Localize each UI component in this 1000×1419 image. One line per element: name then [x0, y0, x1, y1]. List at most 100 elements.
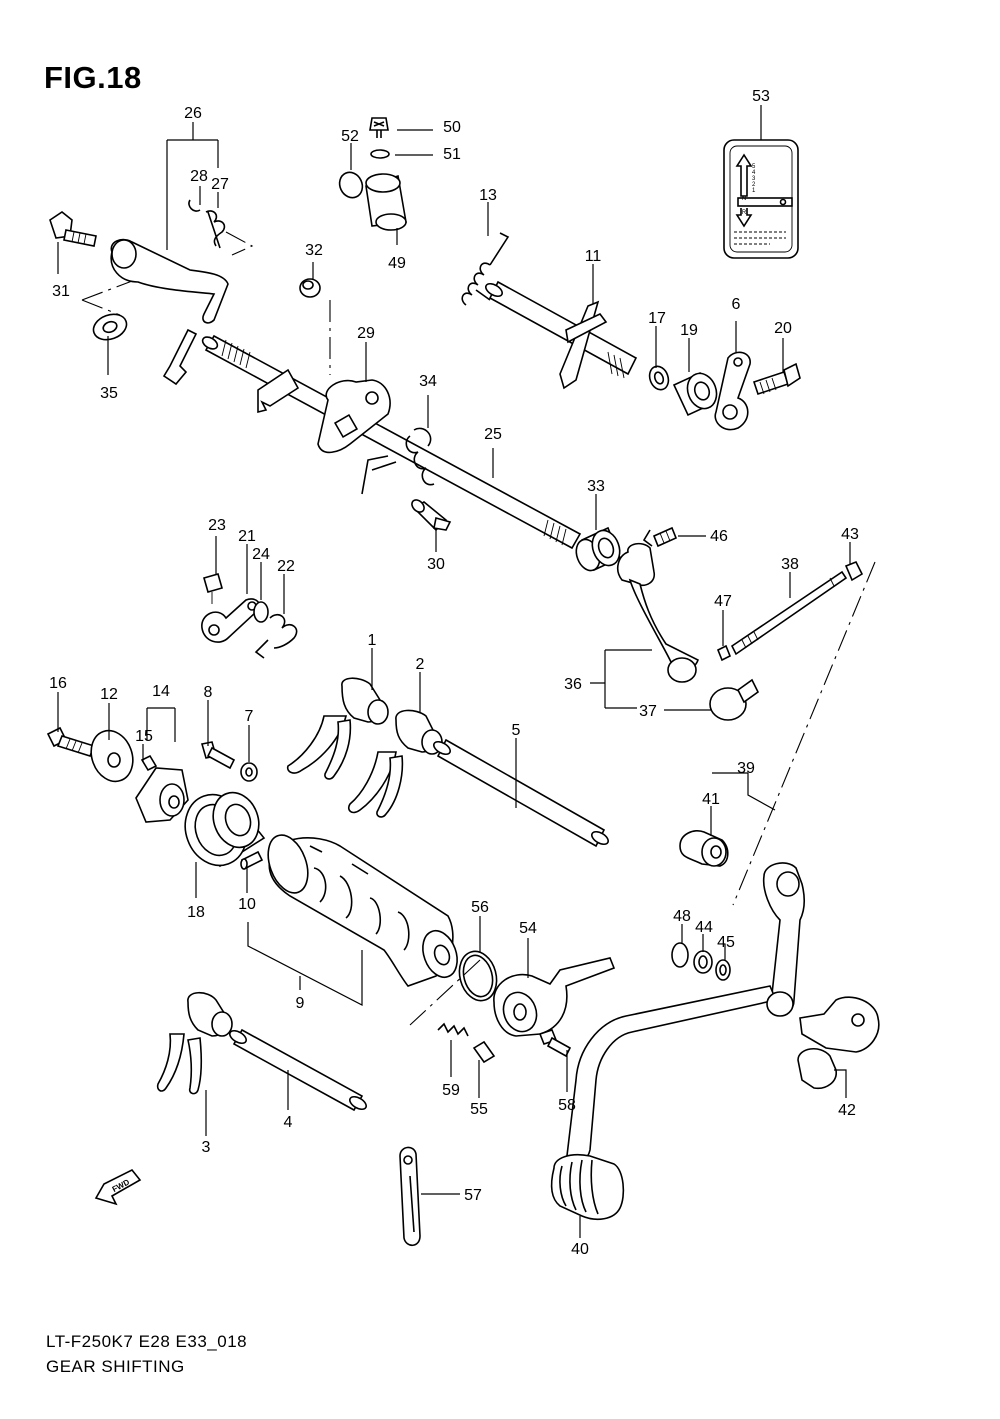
gearshift-lever-39 [550, 862, 880, 1221]
callout-34: 34 [419, 373, 437, 390]
clip-57 [399, 1146, 421, 1247]
callout-1: 1 [368, 632, 377, 649]
shift-fork-2 [347, 709, 443, 818]
callout-52: 52 [341, 128, 359, 145]
callout-58: 58 [558, 1097, 576, 1114]
label-gear-1: 1 [752, 188, 756, 194]
callout-2: 2 [416, 656, 425, 673]
cam-assembly-left [46, 726, 189, 823]
shift-fork-1 [286, 677, 389, 780]
label-gear-4: 4 [752, 170, 756, 176]
callout-38: 38 [781, 556, 799, 573]
callout-53: 53 [752, 88, 770, 105]
callout-44: 44 [695, 919, 713, 936]
boot-41 [679, 830, 729, 867]
bolt-8-washer-7 [200, 741, 258, 782]
callout-19: 19 [680, 322, 698, 339]
callout-9: 9 [296, 995, 305, 1012]
callout-47: 47 [714, 593, 732, 610]
callout-14: 14 [152, 683, 170, 700]
callout-56: 56 [471, 899, 489, 916]
label-reverse: R [742, 210, 747, 216]
label-neutral: N [742, 196, 746, 202]
bearing-18 [184, 791, 266, 868]
callout-20: 20 [774, 320, 792, 337]
figure-title: FIG.18 [44, 60, 142, 95]
callout-43: 43 [841, 526, 859, 543]
callout-numbers: 26 28 27 31 35 32 29 34 25 50 51 52 49 1… [49, 88, 859, 1258]
callout-51: 51 [443, 146, 461, 163]
fwd-arrow: FWD [94, 1168, 142, 1206]
stopper-group [201, 573, 298, 659]
callout-26: 26 [184, 105, 202, 122]
callout-28: 28 [190, 168, 208, 185]
collar-32 [299, 278, 321, 298]
callout-31: 31 [52, 283, 70, 300]
callout-40: 40 [571, 1241, 589, 1258]
callout-35: 35 [100, 385, 118, 402]
o-ring-56 [458, 950, 498, 1002]
callout-32: 32 [305, 242, 323, 259]
callout-13: 13 [479, 187, 497, 204]
spring-59-pin-55 [437, 1022, 496, 1064]
callout-46: 46 [710, 528, 728, 545]
section-name: GEAR SHIFTING [46, 1357, 185, 1376]
leader-lines [57, 105, 851, 1238]
bearing-17-19 [648, 365, 718, 417]
callout-18: 18 [187, 904, 205, 921]
gear-position-switch-54 [493, 957, 616, 1037]
callout-6: 6 [732, 296, 741, 313]
callout-22: 22 [277, 558, 295, 575]
callout-12: 12 [100, 686, 118, 703]
callout-10: 10 [238, 896, 256, 913]
arm-6 [714, 351, 801, 431]
shift-fork-3 [156, 991, 233, 1095]
callout-37: 37 [639, 703, 657, 720]
callout-41: 41 [702, 791, 720, 808]
callout-23: 23 [208, 517, 226, 534]
fork-shaft-5 [433, 738, 609, 848]
callout-25: 25 [484, 426, 502, 443]
label-gear-5: 5 [752, 164, 756, 170]
callout-48: 48 [673, 908, 691, 925]
pin-10 [240, 850, 264, 870]
model-code: LT-F250K7 E28 E33_018 [46, 1332, 248, 1351]
callout-24: 24 [252, 546, 270, 563]
callout-16: 16 [49, 675, 67, 692]
callout-54: 54 [519, 920, 537, 937]
callout-30: 30 [427, 556, 445, 573]
label-gear-2: 2 [752, 182, 756, 188]
pin-30 [411, 499, 452, 532]
fork-shaft-4 [229, 1028, 367, 1112]
shift-shaft-11 [485, 280, 638, 390]
shift-arm-26 [49, 199, 229, 386]
callout-3: 3 [202, 1139, 211, 1156]
callout-45: 45 [717, 934, 735, 951]
callout-42: 42 [838, 1102, 856, 1119]
callout-7: 7 [245, 708, 254, 725]
gearshift-shaft-25 [201, 334, 582, 550]
bearing-33 [575, 526, 622, 572]
callout-55: 55 [470, 1101, 488, 1118]
callout-17: 17 [648, 310, 666, 327]
callout-4: 4 [284, 1114, 293, 1131]
callout-21: 21 [238, 528, 256, 545]
callout-11: 11 [585, 248, 602, 265]
screw-58 [538, 1029, 572, 1058]
group-brackets [146, 122, 776, 1006]
washers-44-45-48 [671, 942, 731, 981]
callout-57: 57 [464, 1187, 482, 1204]
shift-lever-36 [616, 526, 864, 721]
callout-33: 33 [587, 478, 605, 495]
callout-27: 27 [211, 176, 229, 193]
callout-39: 39 [737, 760, 755, 777]
callout-36: 36 [564, 676, 582, 693]
callout-49: 49 [388, 255, 406, 272]
shift-pattern-label: N R 5 4 3 2 1 [723, 139, 799, 259]
spring-13 [461, 232, 510, 306]
label-gear-3: 3 [752, 176, 756, 182]
cap-assembly [338, 117, 407, 231]
callout-29: 29 [357, 325, 375, 342]
callout-50: 50 [443, 119, 461, 136]
callout-15: 15 [135, 728, 153, 745]
